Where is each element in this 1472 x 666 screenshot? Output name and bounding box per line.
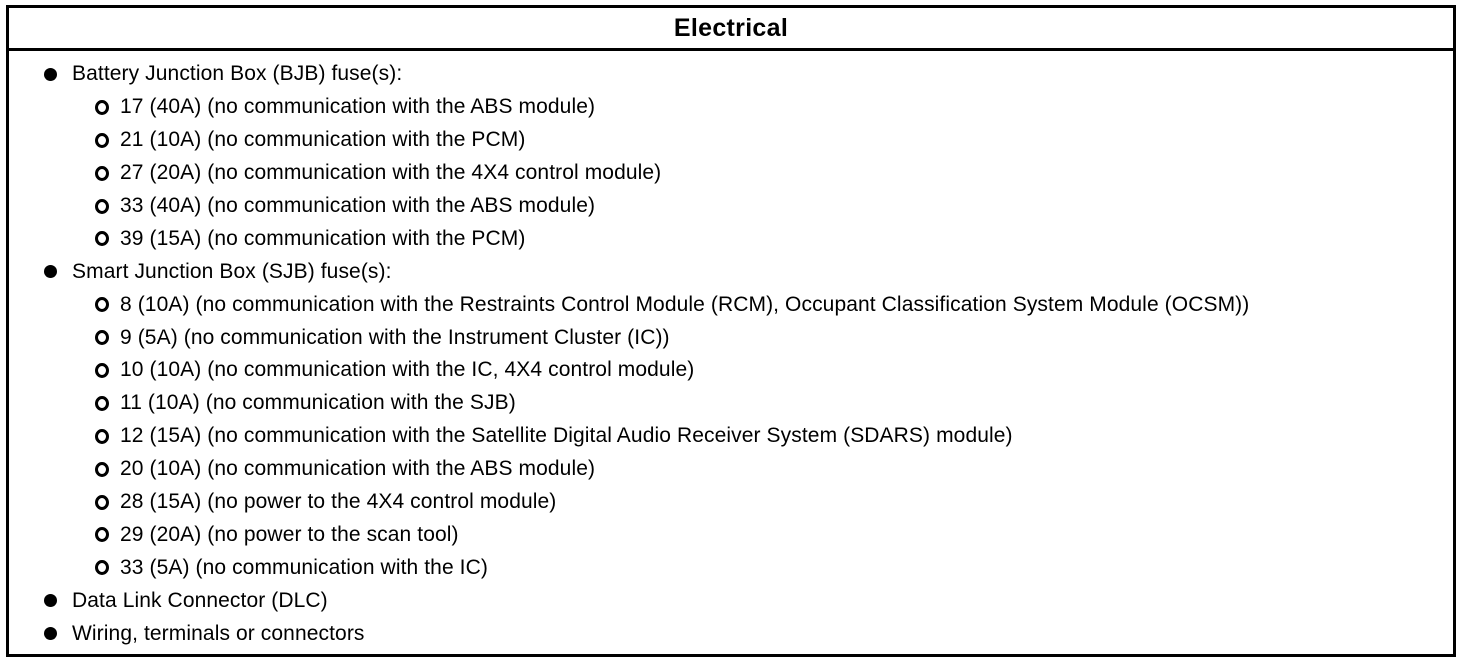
open-bullet-icon [95,560,109,576]
list-item-label: Data Link Connector (DLC) [72,588,328,612]
table-title: Electrical [673,13,789,42]
open-bullet-icon [95,330,109,346]
sub-list-item: 9 (5A) (no communication with the Instru… [9,321,1453,354]
sub-list-item: 21 (10A) (no communication with the PCM) [9,124,1453,157]
sub-list-item: 20 (10A) (no communication with the ABS … [9,453,1453,486]
sub-list-item-label: 8 (10A) (no communication with the Restr… [120,292,1250,316]
open-bullet-icon [95,362,109,378]
open-bullet-icon [95,428,109,444]
filled-bullet-icon [44,265,57,279]
sub-list-item-label: 33 (40A) (no communication with the ABS … [120,194,596,217]
sub-list-item: 11 (10A) (no communication with the SJB) [9,387,1453,420]
open-bullet-icon [95,527,109,543]
filled-bullet-icon [44,594,57,608]
list-item: Data Link Connector (DLC) [9,584,1453,617]
sub-list-item-label: 17 (40A) (no communication with the ABS … [120,95,596,119]
open-bullet-icon [95,297,109,313]
electrical-causes-table: Electrical Battery Junction Box (BJB) fu… [6,5,1456,657]
open-bullet-icon [95,494,109,510]
open-bullet-icon [95,132,109,148]
sub-list-item: 33 (5A) (no communication with the IC) [9,551,1453,584]
sub-list-item: 39 (15A) (no communication with the PCM) [9,222,1453,255]
open-bullet-icon [95,461,109,477]
sub-list-item-label: 33 (5A) (no communication with the IC) [120,555,488,579]
filled-bullet-icon [44,67,57,81]
sub-list-item: 29 (20A) (no power to the scan tool) [9,518,1453,551]
list-item: Smart Junction Box (SJB) fuse(s): [9,255,1453,288]
sub-list-item: 27 (20A) (no communication with the 4X4 … [9,157,1453,190]
table-body: Battery Junction Box (BJB) fuse(s): 17 (4… [9,51,1453,650]
table-header-row: Electrical [9,8,1453,51]
sub-list-item-label: 27 (20A) (no communication with the 4X4 … [120,161,662,185]
open-bullet-icon [95,231,109,247]
sub-list-item: 8 (10A) (no communication with the Restr… [9,288,1453,321]
sub-list-item-label: 11 (10A) (no communication with the SJB) [120,391,516,415]
list-item-label: Battery Junction Box (BJB) fuse(s): [72,62,403,86]
list-item-label: Smart Junction Box (SJB) fuse(s): [72,259,392,283]
sub-list-item-label: 12 (15A) (no communication with the Sate… [120,424,1013,448]
sub-list-item-label: 10 (10A) (no communication with the IC, … [120,358,695,382]
sub-list-item: 33 (40A) (no communication with the ABS … [9,190,1453,223]
open-bullet-icon [95,198,109,214]
sub-list-item-label: 29 (20A) (no power to the scan tool) [120,522,459,546]
open-bullet-icon [95,395,109,411]
sub-list-item: 12 (15A) (no communication with the Sate… [9,420,1453,453]
sub-list-item-label: 20 (10A) (no communication with the ABS … [120,457,596,481]
list-item: Battery Junction Box (BJB) fuse(s): [9,58,1453,91]
sub-list-item: 17 (40A) (no communication with the ABS … [9,91,1453,124]
sub-list-item: 28 (15A) (no power to the 4X4 control mo… [9,486,1453,519]
sub-list-item-label: 9 (5A) (no communication with the Instru… [120,325,670,349]
open-bullet-icon [95,99,109,115]
list-item-label: Wiring, terminals or connectors [72,621,365,645]
sub-list-item: 10 (10A) (no communication with the IC, … [9,354,1453,387]
filled-bullet-icon [44,627,57,641]
open-bullet-icon [95,165,109,181]
sub-list-item-label: 39 (15A) (no communication with the PCM) [120,226,526,250]
list-item: Wiring, terminals or connectors [9,617,1453,650]
sub-list-item-label: 21 (10A) (no communication with the PCM) [120,128,526,152]
sub-list-item-label: 28 (15A) (no power to the 4X4 control mo… [120,490,557,514]
